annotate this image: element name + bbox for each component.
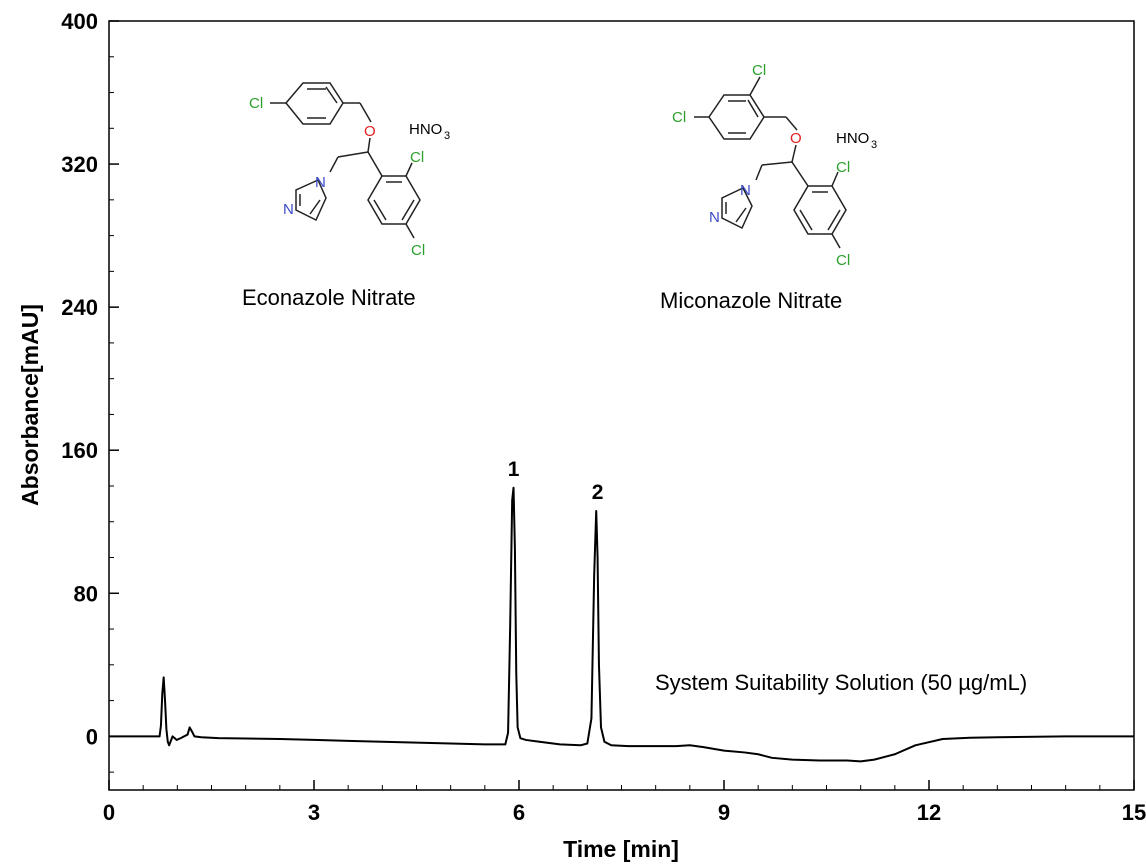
miconazole-hno-sub: 3 [871, 139, 877, 151]
x-tick-label: 6 [513, 800, 525, 825]
peak-label: 1 [508, 458, 520, 481]
peak-labels: 12 [508, 458, 604, 504]
miconazole-cl-1: Cl [752, 62, 766, 79]
compound-2-name: Miconazole Nitrate [660, 288, 842, 313]
y-tick-label: 160 [61, 438, 98, 463]
x-axis-title: Time [min] [563, 836, 679, 862]
x-tick-label: 0 [103, 800, 115, 825]
chromatogram-trace [109, 486, 1134, 763]
peak-label: 2 [592, 481, 604, 504]
x-axis-ticks: 0 3 6 9 12 15 [103, 780, 1146, 825]
miconazole-cl-4: Cl [836, 252, 850, 269]
econazole-structure: Cl O N N Cl Cl HNO 3 [249, 82, 450, 259]
x-tick-label: 9 [718, 800, 730, 825]
x-axis-minor-ticks [142, 785, 1101, 790]
x-tick-label: 15 [1122, 800, 1146, 825]
y-tick-label: 240 [61, 295, 98, 320]
econazole-cl-2: Cl [410, 149, 424, 166]
econazole-cl-1: Cl [249, 95, 263, 112]
miconazole-structure: Cl Cl O N N Cl Cl HNO 3 [672, 62, 877, 269]
econazole-cl-3: Cl [411, 242, 425, 259]
sample-annotation: System Suitability Solution (50 µg/mL) [655, 670, 1027, 695]
econazole-hno-sub: 3 [444, 130, 450, 142]
miconazole-cl-2: Cl [672, 109, 686, 126]
miconazole-n-1: N [740, 182, 751, 199]
econazole-hno: HNO [409, 121, 442, 138]
econazole-n-1: N [315, 174, 326, 191]
y-axis-minor-ticks [109, 56, 114, 773]
y-tick-label: 0 [86, 724, 98, 749]
y-tick-label: 80 [74, 581, 98, 606]
econazole-o: O [364, 123, 376, 140]
miconazole-o: O [790, 130, 802, 147]
y-tick-label: 320 [61, 152, 98, 177]
y-axis-title: Absorbance[mAU] [17, 304, 43, 506]
econazole-n-2: N [283, 201, 294, 218]
miconazole-cl-3: Cl [836, 159, 850, 176]
x-tick-label: 12 [917, 800, 941, 825]
y-tick-label: 400 [61, 9, 98, 34]
miconazole-hno: HNO [836, 130, 869, 147]
miconazole-n-2: N [709, 209, 720, 226]
x-tick-label: 3 [308, 800, 320, 825]
y-axis-ticks: 0 80 160 240 320 400 [61, 9, 119, 749]
compound-1-name: Econazole Nitrate [242, 285, 416, 310]
